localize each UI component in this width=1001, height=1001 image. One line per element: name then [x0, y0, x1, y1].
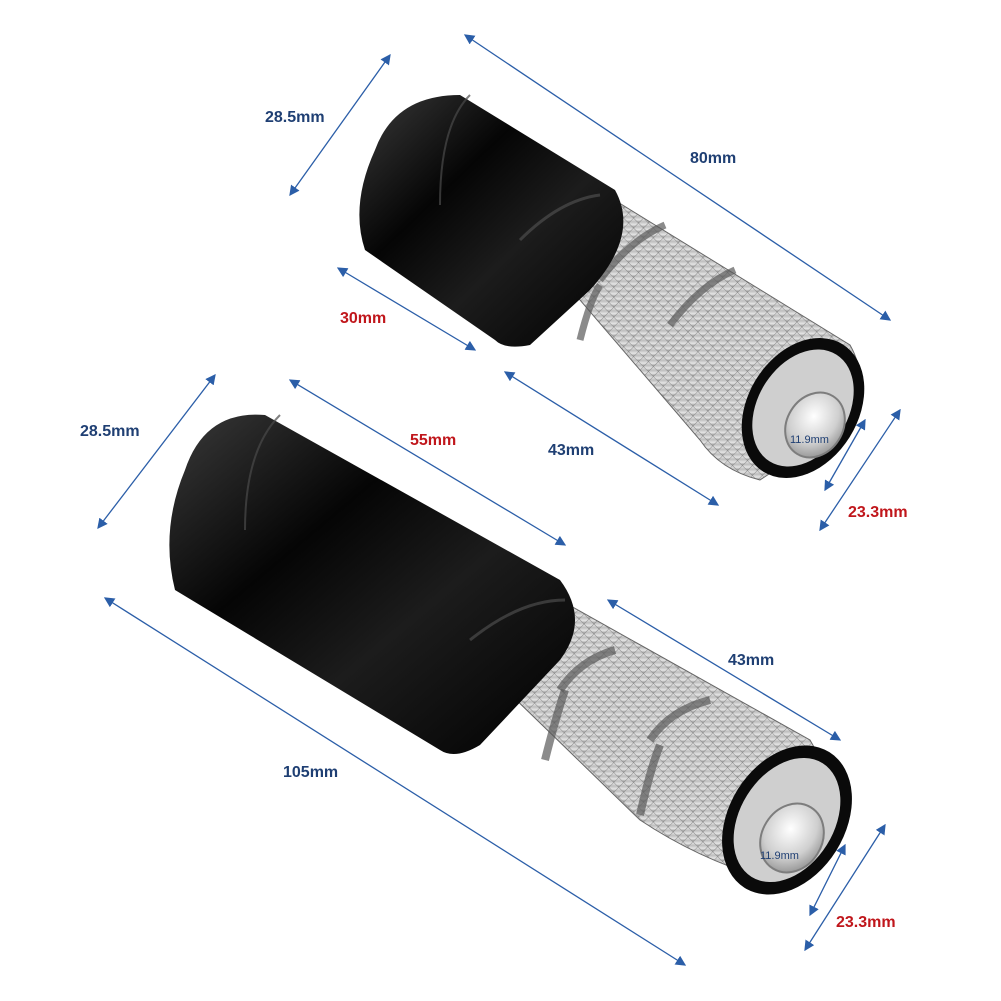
dim-line-long-insert	[804, 823, 886, 952]
short-extender-black-section	[359, 94, 624, 347]
label-long-total: 105mm	[283, 764, 338, 781]
label-long-bolt: 11.9mm	[760, 850, 799, 862]
dim-line-short-black	[336, 267, 477, 351]
dimension-labels: 28.5mm 80mm 30mm 43mm 11.9mm 23.3mm 28.5…	[80, 109, 908, 931]
dim-line-long-total	[103, 597, 687, 966]
dim-line-short-total	[463, 34, 892, 321]
label-long-silver: 43mm	[728, 652, 774, 669]
label-long-insert: 23.3mm	[836, 914, 896, 931]
label-short-insert: 23.3mm	[848, 504, 908, 521]
dim-line-short-insert	[819, 408, 901, 532]
dim-line-short-diameter	[289, 53, 391, 197]
label-short-diameter: 28.5mm	[265, 109, 325, 126]
label-short-total: 80mm	[690, 150, 736, 167]
label-short-silver: 43mm	[548, 442, 594, 459]
dim-line-long-diameter	[97, 373, 216, 530]
long-extender-black-section	[169, 414, 575, 754]
label-short-bolt: 11.9mm	[790, 434, 829, 446]
label-long-diameter: 28.5mm	[80, 423, 140, 440]
dim-line-long-black	[288, 379, 567, 546]
dimension-lines	[97, 34, 901, 966]
label-long-black: 55mm	[410, 432, 456, 449]
label-short-black: 30mm	[340, 310, 386, 327]
